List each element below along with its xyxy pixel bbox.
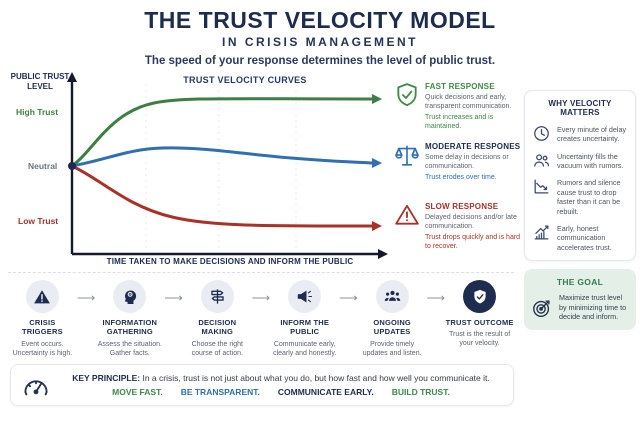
- chart-down-icon: [534, 179, 549, 194]
- step-information-gathering: INFORMATION GATHERING Assess the situati…: [95, 280, 164, 358]
- annotation-note: Trust increases and is maintained.: [425, 113, 494, 130]
- trust-velocity-chart: PUBLIC TRUST LEVEL TRUST VELOCITY CURVES: [0, 70, 522, 270]
- scales-icon: [395, 145, 419, 166]
- list-item: Every minute of delay creates uncertaint…: [532, 124, 628, 144]
- origin-point: [68, 162, 76, 170]
- principle-move-fast: MOVE FAST.: [112, 387, 163, 397]
- step-desc: Assess the situation. Gather facts.: [97, 340, 162, 357]
- annotation-note: Trust drops quickly and is hard to recov…: [425, 233, 521, 250]
- fast-curve-arrowhead: [372, 94, 382, 104]
- step-desc: Trust is the result of your velocity.: [448, 331, 511, 348]
- principle-build-trust: BUILD TRUST.: [391, 387, 450, 397]
- arrow-icon: ⟶: [426, 290, 446, 305]
- goal-text: Maximize trust level by minimizing time …: [559, 292, 627, 322]
- step-inform-the-public: INFORM THE PUBLIC Communicate early, cle…: [270, 280, 339, 358]
- key-principle-label: KEY PRINCIPLE:: [72, 373, 141, 383]
- step-crisis-triggers: CRISIS TRIGGERS Event occurs. Uncertaint…: [8, 280, 77, 358]
- step-title: INFORM THE PUBLIC: [280, 318, 330, 337]
- header: THE TRUST VELOCITY MODEL IN CRISIS MANAG…: [0, 0, 640, 67]
- goal-title: THE GOAL: [556, 276, 604, 287]
- slow-curve-arrowhead: [372, 221, 382, 231]
- head-gear-icon: [125, 290, 137, 305]
- step-title: CRISIS TRIGGERS: [22, 318, 63, 337]
- signpost-icon: [211, 289, 224, 304]
- annotation-title: SLOW RESPONSE: [425, 202, 499, 211]
- step-title: ONGOING UPDATES: [373, 318, 411, 337]
- x-axis-arrowhead: [378, 249, 388, 259]
- arrow-icon: ⟶: [164, 290, 183, 305]
- annotation-title: FAST RESPONSE: [425, 82, 495, 91]
- process-steps: CRISIS TRIGGERS Event occurs. Uncertaint…: [8, 272, 514, 360]
- annotation-desc: Delayed decisions and/or late communicat…: [425, 214, 517, 231]
- people-group-icon: [384, 290, 400, 301]
- annotation-moderate-response: MODERATE RESPONES Some delay in decision…: [394, 142, 522, 182]
- content: PUBLIC TRUST LEVEL TRUST VELOCITY CURVES: [0, 70, 640, 406]
- sidebar: WHY VELOCITY MATTERS Every minute of del…: [524, 90, 636, 406]
- x-axis-label: TIME TAKEN TO MAKE DECISIONS AND INFORM …: [106, 257, 354, 266]
- key-principle-text: In a crisis, trust is not just about wha…: [142, 373, 490, 383]
- sidebar-item-text: Uncertainty fills the vacuum with rumors…: [557, 151, 624, 171]
- annotation-desc: Some delay in decisions or communication…: [425, 154, 509, 171]
- principle-be-transparent: BE TRANSPARENT.: [180, 387, 260, 397]
- step-desc: Communicate early, clearly and honestly.: [273, 340, 337, 357]
- gauge-icon: [24, 380, 48, 396]
- annotation-note: Trust erodes over time.: [425, 173, 497, 181]
- moderate-curve-arrowhead: [372, 158, 382, 168]
- megaphone-icon: [297, 290, 313, 303]
- shield-check-icon: [473, 289, 486, 303]
- list-item: Uncertainty fills the vacuum with rumors…: [532, 151, 628, 171]
- axes: [70, 80, 380, 256]
- step-desc: Event occurs. Uncertainty is high.: [12, 340, 73, 357]
- moderate-response-curve: [70, 146, 374, 168]
- goal-box: THE GOAL Maximize trust level by minimiz…: [524, 268, 636, 331]
- chart-up-icon: [534, 225, 549, 240]
- page-tagline: The speed of your response determines th…: [144, 55, 496, 67]
- step-decision-making: DECISION MAKING Choose the right course …: [183, 280, 252, 358]
- step-desc: Choose the right course of action.: [191, 340, 243, 357]
- page-title: THE TRUST VELOCITY MODEL: [144, 7, 496, 33]
- sidebar-title: WHY VELOCITY MATTERS: [548, 99, 612, 117]
- arrow-icon: ⟶: [339, 290, 358, 305]
- why-velocity-matters-box: WHY VELOCITY MATTERS Every minute of del…: [524, 90, 636, 261]
- sidebar-item-text: Early, honest communication accelerates …: [557, 223, 612, 252]
- chart-title: TRUST VELOCITY CURVES: [183, 75, 307, 85]
- list-item: Rumors and silence cause trust to drop f…: [532, 177, 628, 216]
- key-principle-bar: KEY PRINCIPLE: In a crisis, trust is not…: [10, 364, 514, 406]
- sidebar-item-text: Rumors and silence cause trust to drop f…: [557, 178, 621, 216]
- fast-response-curve: [70, 97, 374, 168]
- y-axis-arrowhead: [67, 72, 77, 82]
- annotation-title: MODERATE RESPONES: [425, 142, 521, 151]
- clock-icon: [534, 126, 549, 141]
- warning-triangle-icon: [395, 204, 419, 225]
- slow-response-curve: [70, 164, 374, 228]
- y-axis-label: PUBLIC TRUST LEVEL: [10, 72, 70, 92]
- warning-triangle-icon: [34, 289, 51, 303]
- step-title: DECISION MAKING: [198, 318, 237, 337]
- annotation-desc: Quick decisions and early, transparent c…: [425, 94, 512, 111]
- step-trust-outcome: TRUST OUTCOME Trust is the result of you…: [445, 280, 514, 349]
- annotation-slow-response: SLOW RESPONSE Delayed decisions and/or l…: [394, 202, 522, 251]
- arrow-icon: ⟶: [251, 290, 271, 305]
- target-icon: [533, 299, 550, 317]
- main-column: PUBLIC TRUST LEVEL TRUST VELOCITY CURVES: [0, 70, 522, 406]
- step-ongoing-updates: ONGOING UPDATES Provide timely updates a…: [358, 280, 427, 358]
- principle-communicate-early: COMMUNICATE EARLY.: [277, 387, 374, 397]
- list-item: Early, honest communication accelerates …: [532, 223, 628, 252]
- annotation-fast-response: FAST RESPONSE Quick decisions and early,…: [394, 82, 522, 131]
- shield-check-icon: [397, 83, 417, 106]
- sidebar-item-text: Every minute of delay creates uncertaint…: [557, 125, 627, 144]
- arrow-icon: ⟶: [76, 290, 96, 305]
- ytick-low-trust: Low Trust: [18, 216, 59, 226]
- step-desc: Provide timely updates and listen.: [362, 340, 422, 357]
- ytick-high-trust: High Trust: [16, 107, 59, 117]
- ytick-neutral: Neutral: [28, 161, 58, 171]
- chart-canvas: [67, 72, 388, 259]
- people-icon: [534, 154, 550, 167]
- step-title: INFORMATION GATHERING: [102, 318, 158, 337]
- page-subtitle: IN CRISIS MANAGEMENT: [221, 35, 418, 49]
- step-title: TRUST OUTCOME: [445, 318, 514, 327]
